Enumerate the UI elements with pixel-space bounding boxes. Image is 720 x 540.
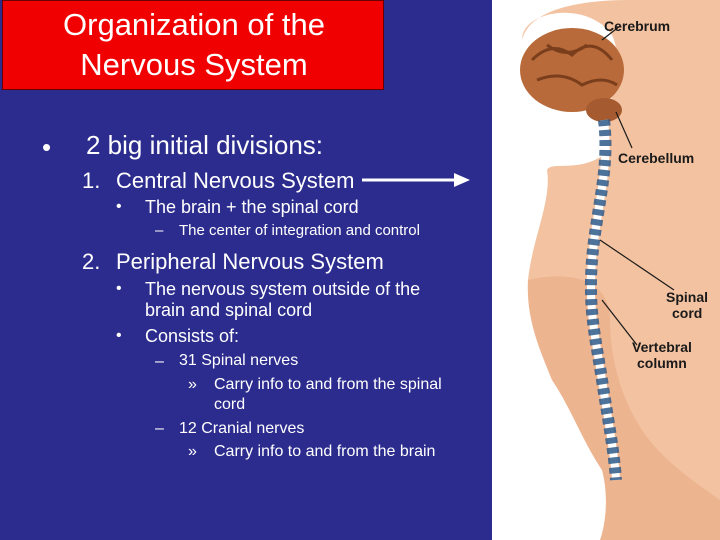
- bullet-marker: •: [116, 327, 122, 344]
- item-1-dash-text: The center of integration and control: [179, 222, 420, 239]
- item-2-dash-1-sub-line-2: cord: [214, 396, 246, 413]
- item-1-sub-bullet: The brain + the spinal cord: [145, 197, 359, 217]
- slide-title: Organization of the Nervous System: [63, 7, 325, 82]
- item-1-number: 1.: [82, 168, 101, 193]
- label-spinal-cord-line-2: cord: [672, 305, 702, 321]
- brain-folds: [530, 43, 618, 87]
- label-cerebrum: Cerebrum: [604, 18, 670, 34]
- sub-marker: »: [188, 376, 197, 393]
- item-2-sub-bullet-2: Consists of:: [145, 326, 240, 346]
- nervous-system-illustration: Cerebrum Cerebellum Spinal cord Vertebra…: [520, 0, 720, 540]
- leader-line-cerebellum: [615, 111, 633, 149]
- item-2-dash-2-sub: Carry info to and from the brain: [214, 443, 436, 460]
- bullet-marker: •: [116, 280, 122, 297]
- dash-marker: –: [155, 420, 164, 437]
- vertebral-column: [584, 119, 622, 481]
- bullet-marker: •: [116, 198, 122, 215]
- sub-marker: »: [188, 443, 197, 460]
- bullet-marker: •: [42, 132, 52, 162]
- item-2-sub-bullet-1-line-1: The nervous system outside of the: [145, 279, 421, 299]
- title-box: Organization of the Nervous System: [2, 0, 384, 90]
- body-shading: [527, 276, 720, 540]
- item-1-label: Central Nervous System: [116, 168, 355, 193]
- figure-panel: Cerebrum Cerebellum Spinal cord Vertebra…: [492, 0, 720, 540]
- item-2-number: 2.: [82, 249, 101, 274]
- dash-marker: –: [155, 353, 164, 370]
- leader-line-spinal-cord: [599, 239, 675, 291]
- label-cerebellum: Cerebellum: [618, 150, 694, 166]
- label-spinal-cord-line-1: Spinal: [666, 289, 708, 305]
- item-2-dash-2: 12 Cranial nerves: [179, 420, 305, 437]
- item-2-label: Peripheral Nervous System: [116, 249, 384, 274]
- leader-line-vertebral-column: [601, 299, 638, 346]
- leader-line-cerebrum: [601, 25, 621, 41]
- item-2-dash-1: 31 Spinal nerves: [179, 352, 299, 369]
- text-panel: Organization of the Nervous System • 2 b…: [2, 0, 470, 460]
- dash-marker: –: [155, 222, 164, 239]
- main-bullet-text: 2 big initial divisions:: [86, 130, 324, 160]
- label-vertebral-column-line-1: Vertebral: [632, 339, 692, 355]
- right-arrow-icon: [362, 173, 470, 187]
- item-2-sub-bullet-1-line-2: brain and spinal cord: [145, 300, 313, 320]
- item-2-dash-1-sub-line-1: Carry info to and from the spinal: [214, 376, 442, 393]
- cerebellum-shape: [586, 98, 622, 122]
- label-vertebral-column-line-2: column: [637, 355, 687, 371]
